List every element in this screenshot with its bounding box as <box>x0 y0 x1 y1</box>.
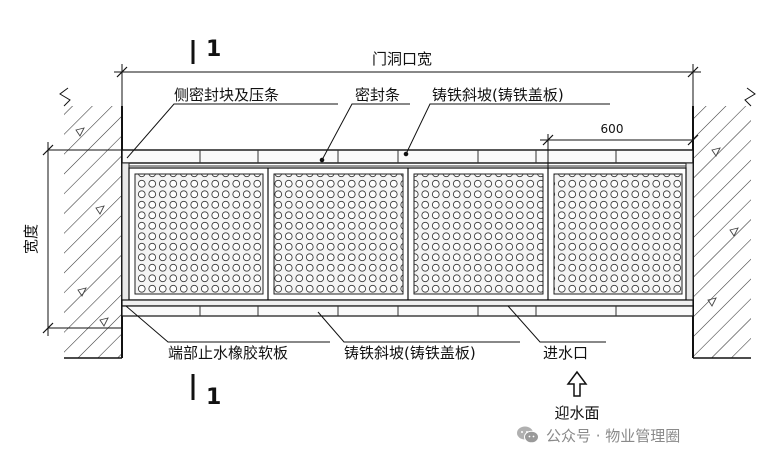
top-dimension-label: 门洞口宽 <box>372 50 432 68</box>
wechat-icon <box>517 426 539 444</box>
bottom-leaders <box>125 305 606 343</box>
section-number-bottom: 1 <box>206 385 221 410</box>
label-water-inlet: 进水口 <box>543 344 588 362</box>
top-dimension-line <box>114 64 701 150</box>
watermark-text: 公众号 · 物业管理圈 <box>546 426 681 445</box>
grate-panel <box>273 173 404 295</box>
label-water-facing-side: 迎水面 <box>554 404 599 422</box>
grate-panel <box>413 173 544 295</box>
section-number-top: 1 <box>206 37 221 62</box>
label-end-rubber-sheet: 端部止水橡胶软板 <box>168 344 288 362</box>
right-side-seal-block <box>685 162 694 306</box>
right-wall <box>692 87 756 359</box>
grate-panel <box>553 173 683 295</box>
arrow-up-icon <box>566 370 588 397</box>
left-side-seal-block <box>121 162 130 306</box>
label-cast-iron-ramp-top: 铸铁斜坡(铸铁盖板) <box>432 86 564 104</box>
grate-panels <box>128 167 687 301</box>
side-dimension-label: 宽度 <box>22 224 40 254</box>
watermark: 公众号 · 物业管理圈 <box>516 422 680 448</box>
bottom-ramp-strip <box>121 299 694 317</box>
label-sealing-strip: 密封条 <box>355 86 400 104</box>
label-cast-iron-ramp-bottom: 铸铁斜坡(铸铁盖板) <box>344 344 476 362</box>
sub-dimension-label: 600 <box>601 122 624 136</box>
grate-panel <box>134 173 264 295</box>
sub-dimension-line <box>540 134 699 168</box>
left-wall <box>59 87 123 359</box>
label-side-seal-block: 侧密封块及压条 <box>174 86 279 104</box>
side-dimension-line <box>42 142 122 336</box>
top-leaders <box>126 103 610 163</box>
